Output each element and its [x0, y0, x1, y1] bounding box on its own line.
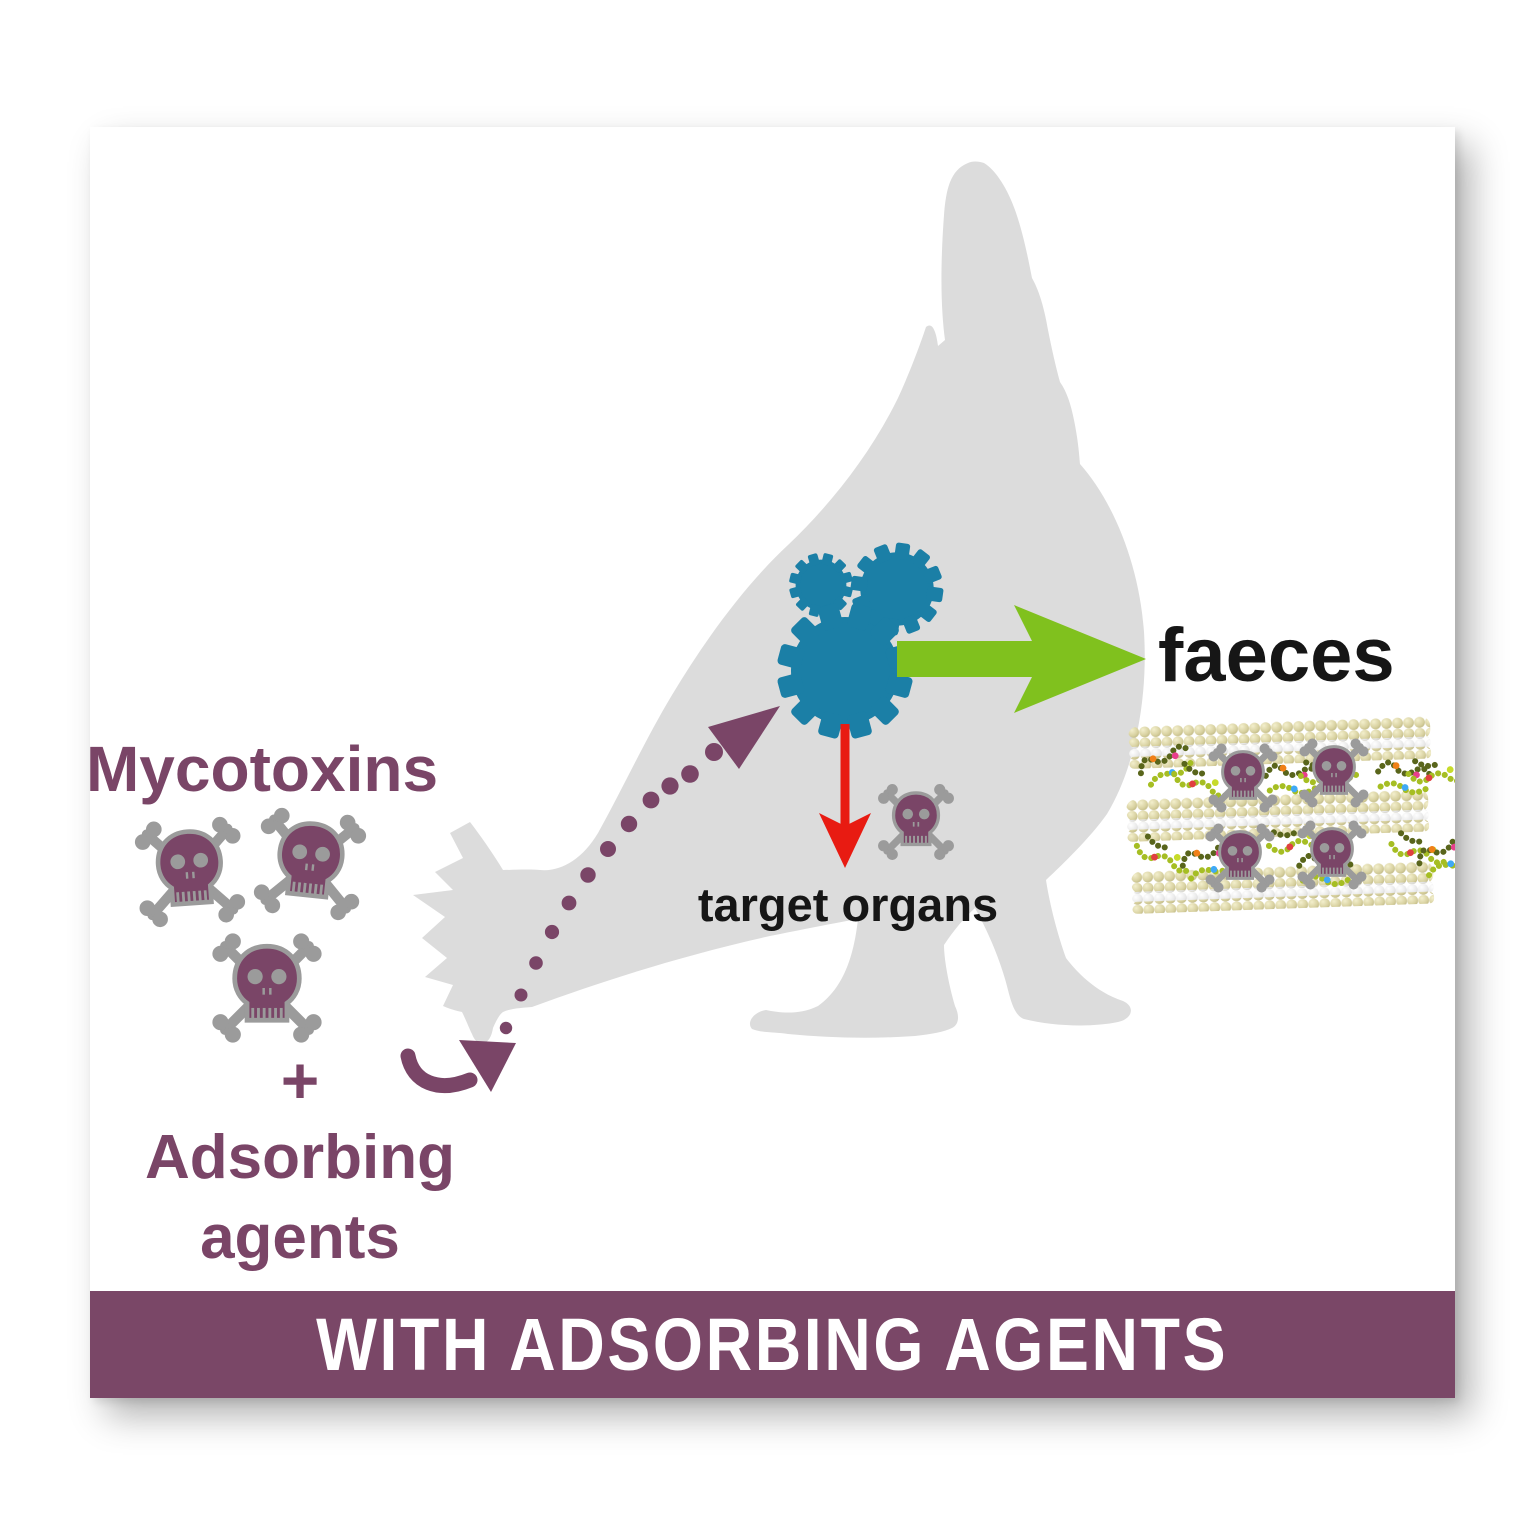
adsorbing-agents-label-line2: agents: [200, 1203, 400, 1272]
target-organs-label: target organs: [698, 878, 998, 931]
ingestion-arrowhead: [708, 706, 780, 769]
mycotoxins-label: Mycotoxins: [90, 733, 438, 805]
adsorbing-agents-label-line1: Adsorbing: [145, 1123, 455, 1192]
title-banner: WITH ADSORBING AGENTS: [90, 1291, 1455, 1398]
curved-feed-arrow-icon: [400, 1040, 516, 1093]
plus-label: +: [281, 1043, 320, 1117]
infographic-card: Mycotoxins + Adsorbing agents: [90, 127, 1455, 1398]
chicken-silhouette: [413, 161, 1145, 1044]
green-right-arrow-icon: [897, 605, 1146, 713]
red-down-arrow-icon: [819, 724, 871, 868]
faeces-label: faeces: [1158, 613, 1395, 698]
skull-crossbones-icon: [134, 806, 368, 1042]
clay-layer: [1131, 861, 1435, 914]
adsorbent-clay-layers-illustration: [1126, 716, 1455, 914]
diagram-canvas: Mycotoxins + Adsorbing agents: [90, 161, 1455, 1272]
title-banner-label: WITH ADSORBING AGENTS: [316, 1303, 1229, 1386]
dotted-ingestion-path: [499, 706, 780, 1035]
